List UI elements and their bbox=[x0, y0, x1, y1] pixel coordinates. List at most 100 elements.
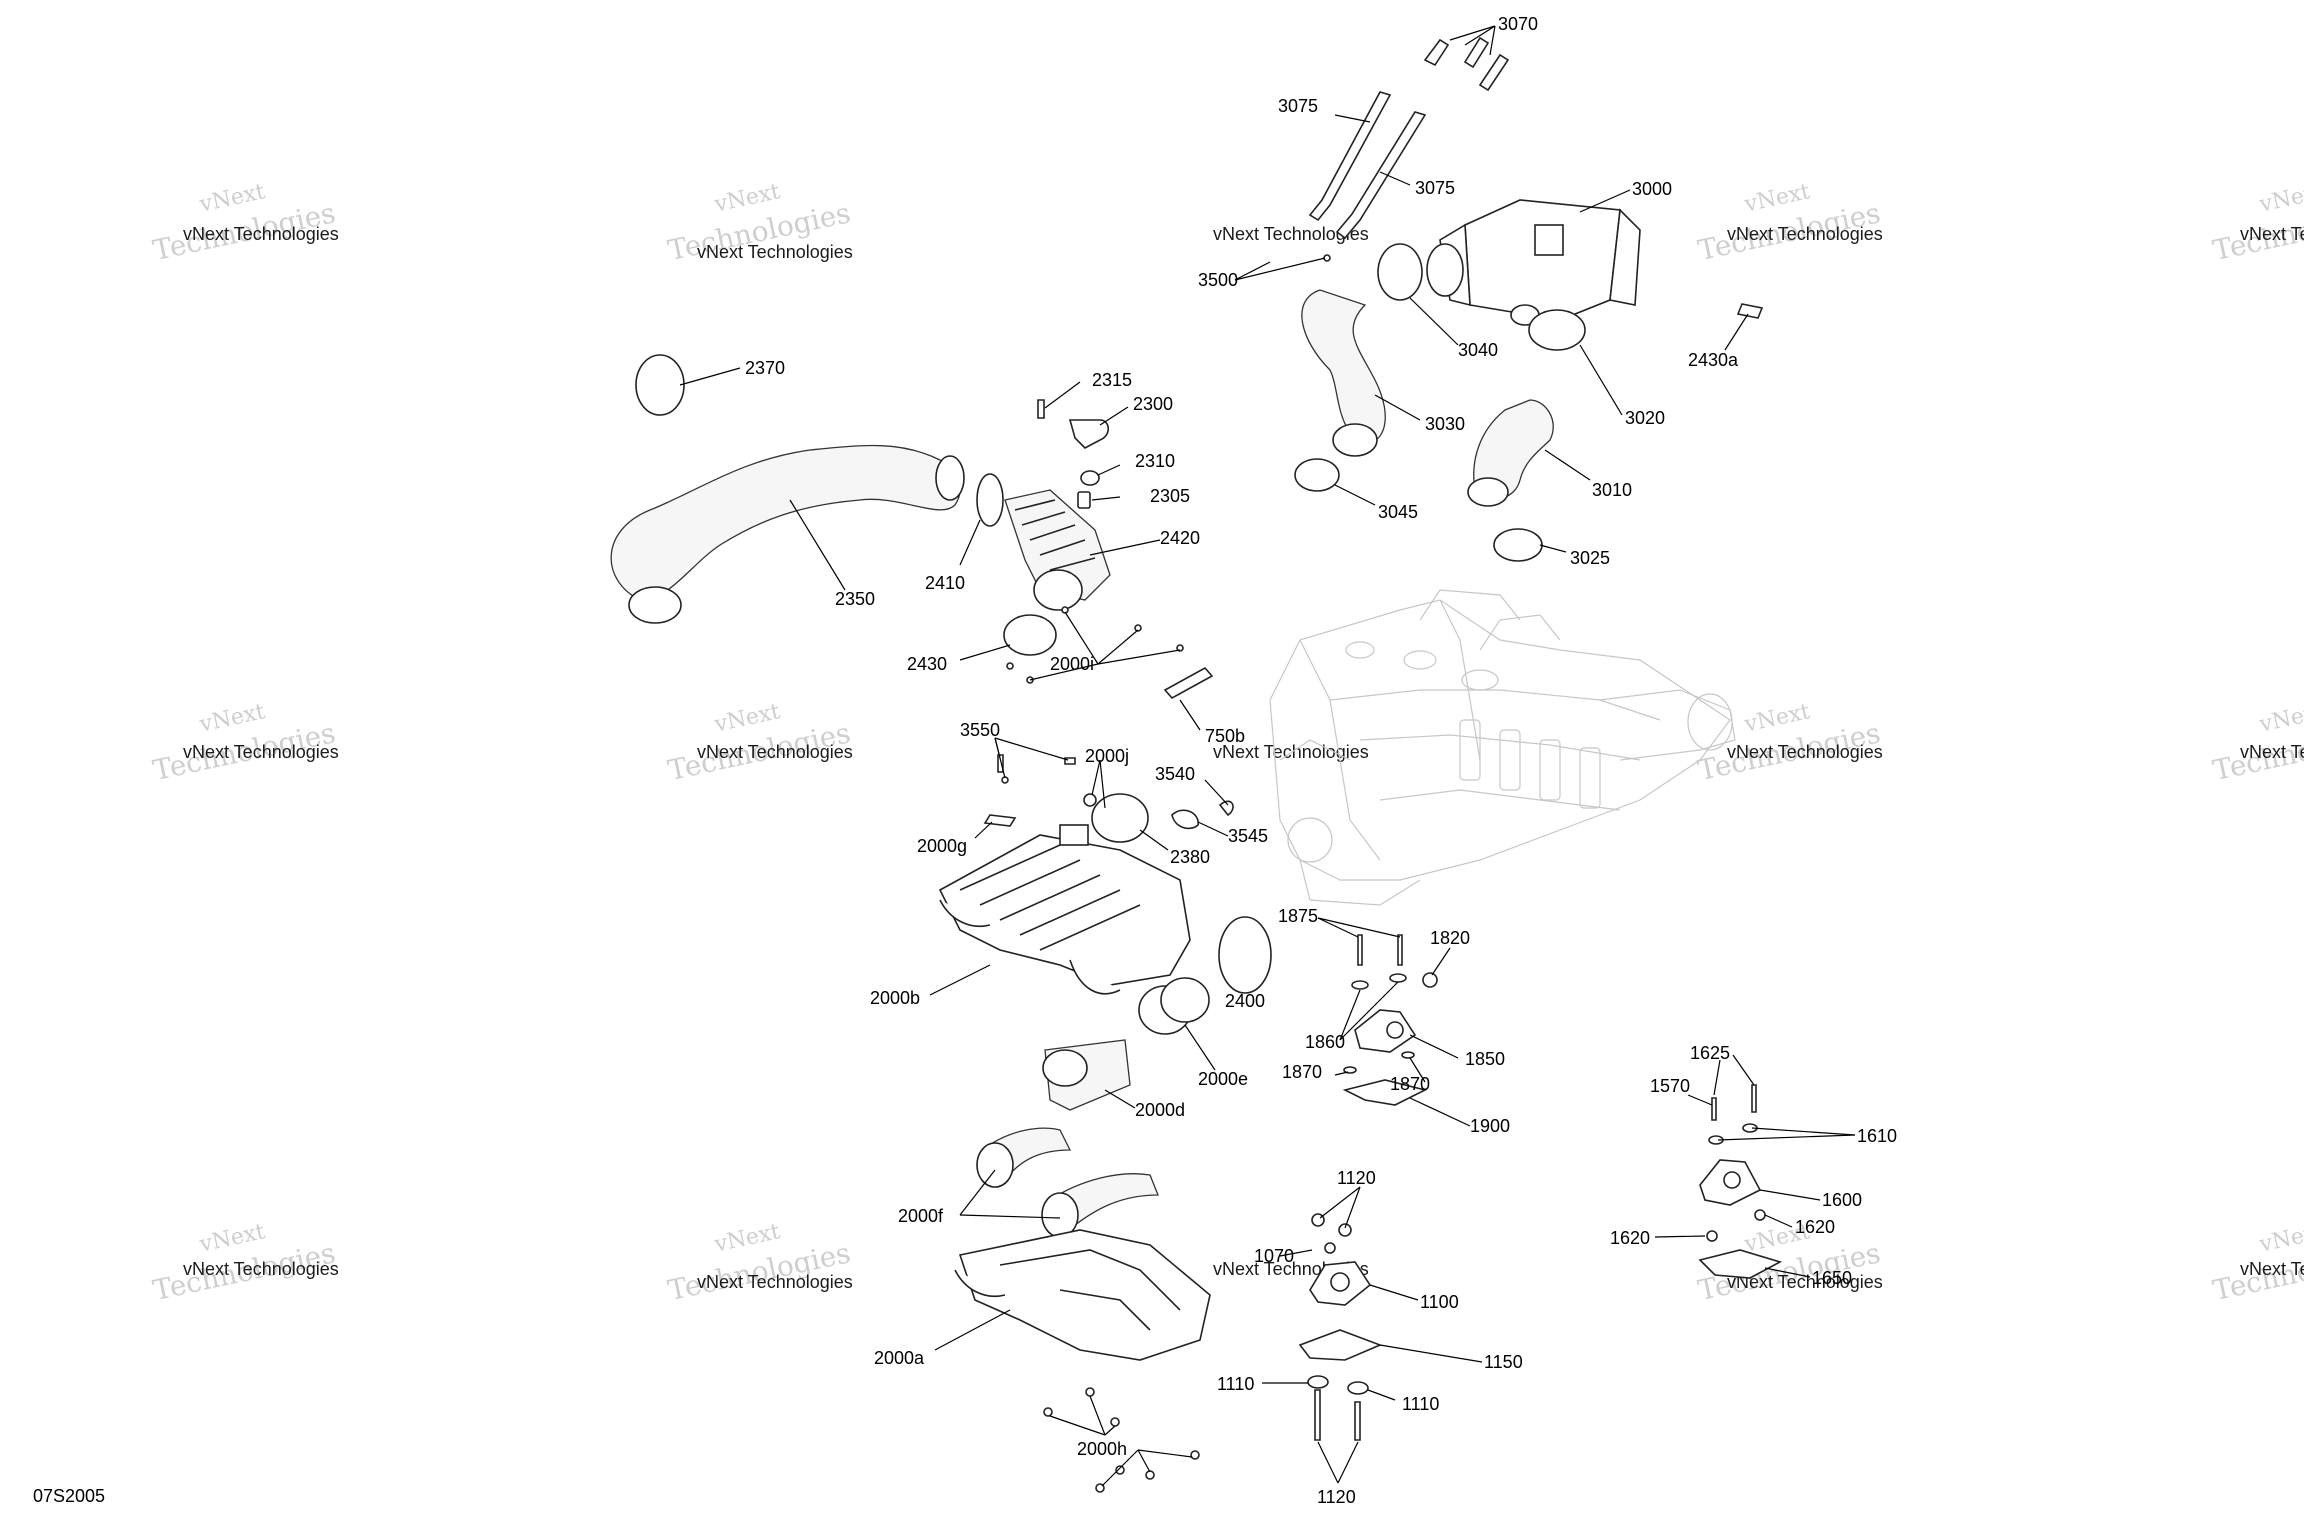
callout-1870: 1870 bbox=[1390, 1074, 1430, 1094]
callout-2300: 2300 bbox=[1133, 394, 1173, 414]
tube-2000d bbox=[1042, 1039, 1131, 1111]
callout-2370: 2370 bbox=[745, 358, 785, 378]
watermark-small-text: vNext Technologies bbox=[2240, 1259, 2304, 1279]
clamp-2410 bbox=[976, 473, 1004, 527]
watermark-small-text: vNext Technologies bbox=[697, 742, 853, 762]
callout-3075: 3075 bbox=[1415, 178, 1455, 198]
watermark-text: vNext bbox=[2257, 699, 2304, 737]
callout-2410: 2410 bbox=[925, 573, 965, 593]
watermark-small-text: vNext Technologies bbox=[183, 1259, 339, 1279]
callout-1650: 1650 bbox=[1812, 1268, 1852, 1288]
part-2310 bbox=[1080, 470, 1100, 486]
callout-2000g: 2000g bbox=[917, 836, 967, 856]
callout-3545: 3545 bbox=[1228, 826, 1268, 846]
lower-manifold-2000a bbox=[954, 1229, 1211, 1361]
engine-block-illustration bbox=[1269, 589, 1736, 906]
callout-2000j: 2000j bbox=[1085, 746, 1129, 766]
leader-lines bbox=[679, 25, 1856, 1487]
diagram-code: 07S2005 bbox=[33, 1486, 105, 1506]
callout-2430: 2430 bbox=[907, 654, 947, 674]
bolt-2430a bbox=[1736, 303, 1764, 319]
callout-1110: 1110 bbox=[1217, 1374, 1254, 1394]
watermark-small-text: vNext Technologies bbox=[1727, 1272, 1883, 1292]
callout-2380: 2380 bbox=[1170, 847, 1210, 867]
callout-1625: 1625 bbox=[1690, 1043, 1730, 1063]
callout-3070: 3070 bbox=[1498, 14, 1538, 34]
strap-3070 bbox=[1423, 36, 1510, 92]
part-2300 bbox=[1068, 419, 1110, 449]
engine-mount-1850-group bbox=[1342, 934, 1438, 1106]
callout-1850: 1850 bbox=[1465, 1049, 1505, 1069]
watermark-small-text: vNext Technologies bbox=[2240, 224, 2304, 244]
callout-3000: 3000 bbox=[1632, 179, 1672, 199]
watermark-small-text: vNext Technologies bbox=[183, 742, 339, 762]
callout-1860: 1860 bbox=[1305, 1032, 1345, 1052]
callout-2305: 2305 bbox=[1150, 486, 1190, 506]
clamp-2400 bbox=[1218, 916, 1272, 994]
clamp-3025 bbox=[1493, 528, 1543, 562]
intake-manifold-2000b bbox=[938, 824, 1191, 995]
watermark-small-text: vNext Technologies bbox=[697, 1272, 853, 1292]
bellows-hose-2420 bbox=[1004, 489, 1111, 611]
callout-3550: 3550 bbox=[960, 720, 1000, 740]
watermark-small-text: vNext Technologies bbox=[1727, 224, 1883, 244]
callout-1100: 1100 bbox=[1420, 1292, 1459, 1312]
callout-1570: 1570 bbox=[1650, 1076, 1690, 1096]
watermark-small-text: vNext Technologies bbox=[1727, 742, 1883, 762]
callout-3500: 3500 bbox=[1198, 270, 1238, 290]
callout-1875: 1875 bbox=[1278, 906, 1318, 926]
callout-3010: 3010 bbox=[1592, 480, 1632, 500]
callout-2430a: 2430a bbox=[1688, 350, 1739, 370]
callout-3025: 3025 bbox=[1570, 548, 1610, 568]
callout-2420: 2420 bbox=[1160, 528, 1200, 548]
watermark-small-text: vNext Technologies bbox=[1213, 224, 1369, 244]
watermark-small-text: vNext Technologies bbox=[2240, 742, 2304, 762]
clamp-3040 bbox=[1377, 243, 1423, 301]
screws-2000i bbox=[1006, 606, 1184, 684]
clamp-2430 bbox=[1003, 614, 1057, 656]
callout-1620: 1620 bbox=[1610, 1228, 1650, 1248]
callout-3075: 3075 bbox=[1278, 96, 1318, 116]
part-3540 bbox=[1218, 800, 1234, 817]
engine-mount-1100-group bbox=[1298, 1213, 1383, 1441]
callout-1620: 1620 bbox=[1795, 1217, 1835, 1237]
watermark-small-text: vNext Technologies bbox=[183, 224, 339, 244]
callout-3540: 3540 bbox=[1155, 764, 1195, 784]
watermark-text: vNext bbox=[2257, 1219, 2304, 1257]
callout-2000f: 2000f bbox=[898, 1206, 944, 1226]
callout-2000a: 2000a bbox=[874, 1348, 925, 1368]
intake-duct-2350 bbox=[610, 444, 965, 624]
gasket-2380 bbox=[1091, 793, 1149, 843]
callout-3020: 3020 bbox=[1625, 408, 1665, 428]
callout-1610: 1610 bbox=[1857, 1126, 1897, 1146]
watermark-small-text: vNext Technologies bbox=[697, 242, 853, 262]
callout-1150: 1150 bbox=[1484, 1352, 1523, 1372]
callout-2310: 2310 bbox=[1135, 451, 1175, 471]
watermark-small-text: vNext Technologies bbox=[1213, 742, 1369, 762]
part-2315 bbox=[1037, 399, 1045, 419]
coupler-2000e bbox=[1138, 977, 1210, 1035]
callout-3030: 3030 bbox=[1425, 414, 1465, 434]
part-2305 bbox=[1077, 491, 1091, 509]
clamp-3045 bbox=[1294, 458, 1340, 492]
callout-3040: 3040 bbox=[1458, 340, 1498, 360]
callout-2000i: 2000i bbox=[1050, 654, 1094, 674]
plate-2000g bbox=[983, 814, 1017, 827]
callout-2000h: 2000h bbox=[1077, 1439, 1127, 1459]
strap-3075 bbox=[1308, 91, 1427, 240]
callout-1870: 1870 bbox=[1282, 1062, 1322, 1082]
clamp-3020 bbox=[1528, 309, 1586, 351]
intercooler-3000 bbox=[1426, 199, 1641, 326]
callout-1600: 1600 bbox=[1822, 1190, 1862, 1210]
part-3545 bbox=[1171, 809, 1199, 830]
callout-2000d: 2000d bbox=[1135, 1100, 1185, 1120]
callout-750b: 750b bbox=[1205, 726, 1245, 746]
nut-2000j bbox=[1083, 793, 1097, 807]
watermark-text: vNext bbox=[2257, 179, 2304, 217]
bar-750b bbox=[1163, 666, 1214, 700]
callout-3045: 3045 bbox=[1378, 502, 1418, 522]
callout-1900: 1900 bbox=[1470, 1116, 1510, 1136]
callout-1110: 1110 bbox=[1402, 1394, 1439, 1414]
callout-1820: 1820 bbox=[1430, 928, 1470, 948]
